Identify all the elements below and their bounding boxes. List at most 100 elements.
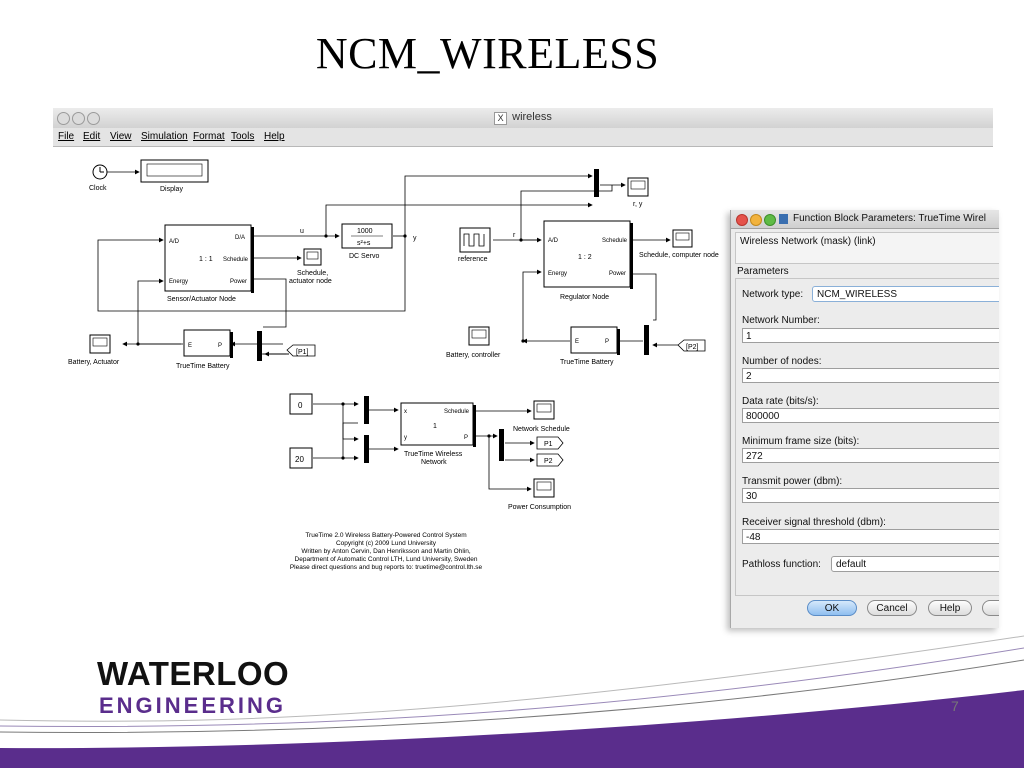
battery-controller-scope[interactable] <box>468 326 490 346</box>
menu-tools[interactable]: Tools <box>231 131 255 142</box>
signal-y: y <box>413 235 417 242</box>
mux-x[interactable] <box>364 396 369 424</box>
reference-block[interactable] <box>459 227 491 253</box>
power-consumption-label: Power Consumption <box>508 504 571 511</box>
goto-p1[interactable] <box>286 344 316 357</box>
minimize-window-button[interactable] <box>72 112 85 125</box>
number-of-nodes-field[interactable]: 2 <box>742 368 999 383</box>
port-da: D/A <box>235 235 245 241</box>
display-block[interactable] <box>140 159 209 183</box>
mux-y[interactable] <box>364 435 369 463</box>
cancel-button[interactable]: Cancel <box>867 600 917 616</box>
battery2-port-p: P <box>605 339 609 345</box>
pathloss-label: Pathloss function: <box>742 559 821 570</box>
pathloss-select[interactable]: default <box>831 556 999 572</box>
signal-r: r <box>513 232 516 239</box>
function-block-parameters-dialog: Function Block Parameters: TrueTime Wire… <box>730 210 999 628</box>
credit-line-4: Department of Automatic Control LTH, Lun… <box>295 556 478 563</box>
menu-help[interactable]: Help <box>264 131 285 142</box>
reference-label: reference <box>458 256 488 263</box>
reg-port-schedule: Schedule <box>602 238 628 244</box>
network-type-select[interactable]: NCM_WIRELESS <box>812 286 999 302</box>
menu-view[interactable]: View <box>110 131 132 142</box>
signal-u: u <box>300 228 304 235</box>
ry-scope[interactable] <box>627 177 649 197</box>
net-port-schedule: Schedule <box>444 409 470 415</box>
schedule-actuator-scope[interactable] <box>303 248 322 266</box>
battery1-port-p: P <box>218 343 222 349</box>
sensor-actuator-node-block[interactable] <box>164 224 252 292</box>
help-button[interactable]: Help <box>928 600 972 616</box>
power-consumption-scope[interactable] <box>533 478 555 498</box>
credit-line-3: Written by Anton Cervin, Dan Henriksson … <box>301 548 471 555</box>
number-of-nodes-label: Number of nodes: <box>742 356 822 367</box>
dialog-title: Function Block Parameters: TrueTime Wire… <box>793 213 987 224</box>
mux-battery-2[interactable] <box>644 325 649 355</box>
port-energy: Energy <box>169 279 188 285</box>
sensor-node-label: Sensor/Actuator Node <box>167 296 236 303</box>
engineering-logo: ENGINEERING <box>99 693 287 718</box>
truetime-battery-1[interactable] <box>183 329 231 357</box>
constant-0-block[interactable] <box>289 393 313 415</box>
data-rate-field[interactable]: 800000 <box>742 408 999 423</box>
constant-0-value: 0 <box>298 401 303 410</box>
network-type-label: Network type: <box>742 289 804 300</box>
port-power: Power <box>230 279 247 285</box>
clock-block[interactable] <box>92 164 108 180</box>
mask-label: Wireless Network (mask) (link) <box>740 236 876 247</box>
truetime-battery-2[interactable] <box>570 326 618 354</box>
slide-title: NCM_WIRELESS <box>315 29 660 78</box>
goto-p2-label: [P2] <box>686 344 699 351</box>
credit-line-1: TrueTime 2.0 Wireless Battery-Powered Co… <box>305 532 466 539</box>
reg-port-energy: Energy <box>548 271 567 277</box>
dialog-close-button[interactable] <box>736 214 748 226</box>
reg-port-power: Power <box>609 271 626 277</box>
page-number: 7 <box>951 698 959 714</box>
net-number: 1 <box>433 423 437 430</box>
net-port-p: P <box>464 435 468 441</box>
schedule-computer-scope[interactable] <box>672 229 693 248</box>
dc-servo-numerator: 1000 <box>357 228 373 235</box>
from-p1[interactable] <box>536 436 564 450</box>
battery1-label: TrueTime Battery <box>176 363 230 370</box>
sched-actuator-label-1: Schedule, <box>297 270 328 277</box>
dialog-titlebar: Function Block Parameters: TrueTime Wire… <box>731 210 999 229</box>
network-schedule-label: Network Schedule <box>513 426 570 433</box>
min-frame-size-field[interactable]: 272 <box>742 448 999 463</box>
battery-actuator-scope[interactable] <box>89 334 111 354</box>
menu-simulation[interactable]: Simulation <box>141 131 188 142</box>
receiver-threshold-field[interactable]: -48 <box>742 529 999 544</box>
battery1-port-e: E <box>188 343 192 349</box>
goto-p2[interactable] <box>677 339 706 352</box>
net-port-y: y <box>404 435 407 441</box>
menu-format[interactable]: Format <box>193 131 225 142</box>
dialog-zoom-button[interactable] <box>764 214 776 226</box>
sched-computer-label: Schedule, computer node <box>639 252 719 259</box>
net-label-2: Network <box>421 459 447 466</box>
transmit-power-field[interactable]: 30 <box>742 488 999 503</box>
battery-controller-label: Battery, controller <box>446 352 501 359</box>
port-schedule: Schedule <box>223 257 249 263</box>
mux-battery-1[interactable] <box>257 331 262 361</box>
mux-ry[interactable] <box>594 169 599 197</box>
zoom-window-button[interactable] <box>87 112 100 125</box>
demux-power[interactable] <box>499 429 504 461</box>
menu-file[interactable]: File <box>58 131 75 142</box>
ry-scope-label: r, y <box>633 201 643 208</box>
dialog-minimize-button[interactable] <box>750 214 762 226</box>
ok-button[interactable]: OK <box>807 600 857 616</box>
from-p2-label: P2 <box>544 458 553 465</box>
sched-actuator-label-2: actuator node <box>289 278 332 285</box>
x11-app-icon: X <box>494 112 508 125</box>
constant-20-block[interactable] <box>289 447 313 469</box>
menu-bar: File Edit View Simulation Format Tools H… <box>53 128 993 147</box>
network-number-field[interactable]: 1 <box>742 328 999 343</box>
network-schedule-scope[interactable] <box>533 400 555 420</box>
close-window-button[interactable] <box>57 112 70 125</box>
port-ad: A/D <box>169 239 180 245</box>
menu-edit[interactable]: Edit <box>83 131 101 142</box>
network-number-label: Network Number: <box>742 315 820 326</box>
apply-button[interactable] <box>982 600 999 616</box>
from-p2[interactable] <box>536 453 564 467</box>
